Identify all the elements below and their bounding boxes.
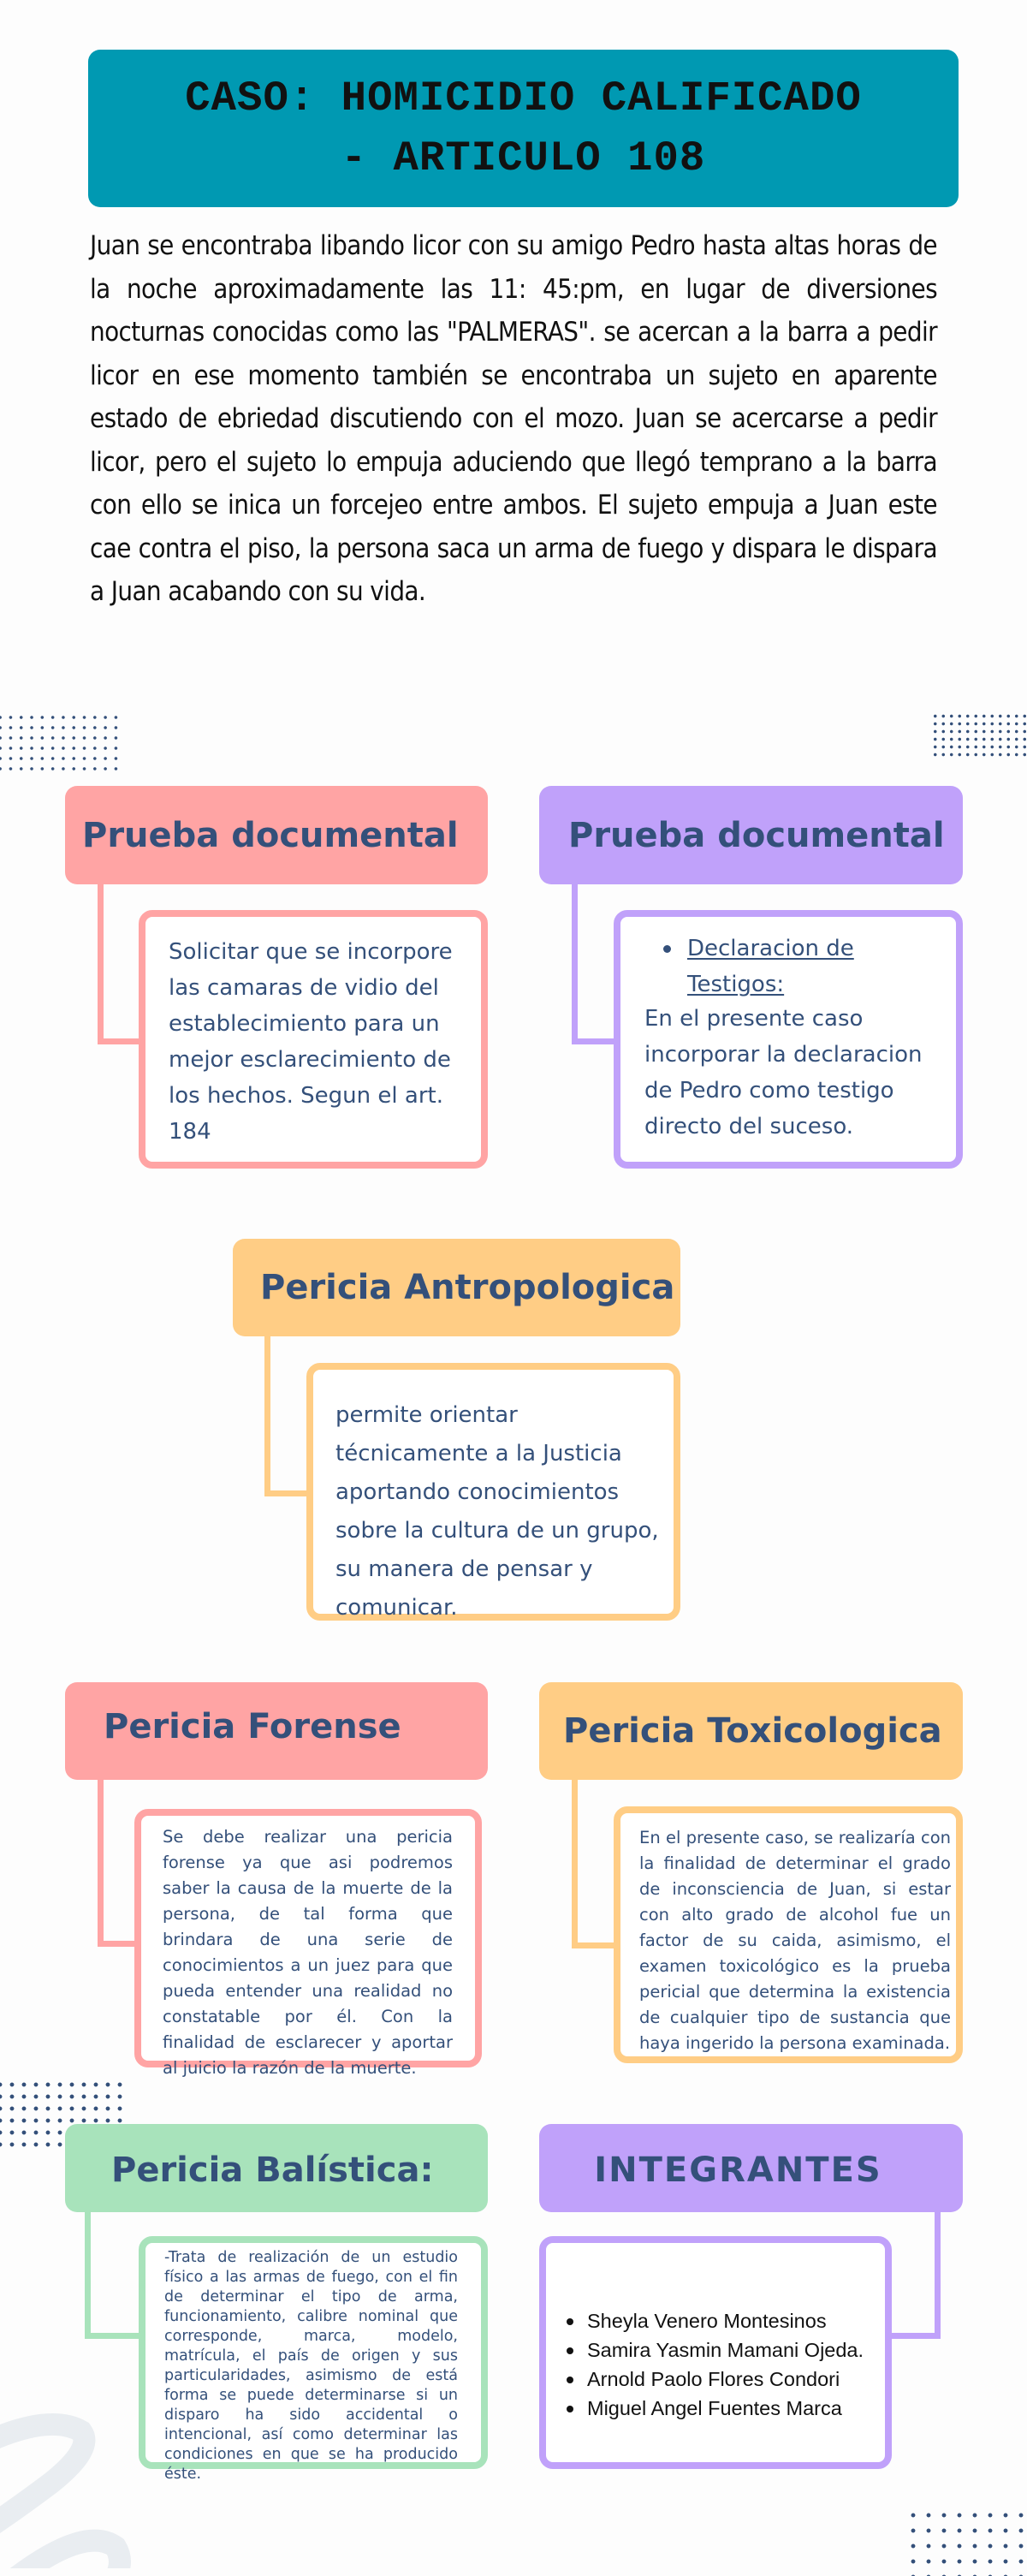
connector-line [98, 882, 145, 1044]
card-text: Solicitar que se incorpore las camaras d… [169, 939, 453, 1145]
card-text: Se debe realizar una pericia forense ya … [163, 1827, 453, 2078]
connector-line [572, 1777, 620, 1948]
bullet-heading: Declaracion de Testigos: [687, 936, 854, 997]
card-title: Pericia Toxicologica [563, 1711, 942, 1751]
member-item: Arnold Paolo Flores Condori [546, 2365, 885, 2394]
card-title: Pericia Balística: [111, 2150, 434, 2190]
title-line-1: CASO: HOMICIDIO CALIFICADO [185, 74, 862, 122]
connector-line [572, 882, 620, 1044]
card-header-pericia-balistica: Pericia Balística: [65, 2124, 488, 2212]
card-header-integrantes: INTEGRANTES [539, 2124, 963, 2212]
card-body-pericia-antropologica: permite orientar técnicamente a la Justi… [306, 1363, 680, 1621]
connector-line [882, 2209, 941, 2339]
decorative-swirl-icon [0, 2413, 131, 2568]
card-header-prueba-documental-1: Prueba documental [65, 786, 488, 884]
card-text: permite orientar técnicamente a la Justi… [335, 1402, 659, 1621]
card-title: Pericia Antropologica [260, 1268, 675, 1307]
card-text: En el presente caso, se realizaría con l… [639, 1828, 951, 2053]
dot-pattern-icon [0, 712, 122, 776]
dot-pattern-icon [931, 712, 1027, 760]
connector-line [264, 1334, 312, 1496]
connector-line [98, 1777, 145, 1947]
card-body-pericia-toxicologica: En el presente caso, se realizaría con l… [614, 1806, 963, 2063]
card-body-integrantes: Sheyla Venero Montesinos Samira Yasmin M… [539, 2236, 892, 2469]
bullet-list: Declaracion de Testigos: [644, 931, 947, 1002]
dot-pattern-icon [905, 2508, 1027, 2576]
case-description: Juan se encontraba libando licor con su … [90, 230, 938, 607]
card-text: En el presente caso incorporar la declar… [644, 1006, 923, 1139]
connector-line [85, 2209, 145, 2339]
card-body-pericia-balistica: -Trata de realización de un estudio físi… [139, 2236, 488, 2483]
card-header-pericia-forense: Pericia Forense [65, 1682, 488, 1780]
card-body-prueba-documental-2: Declaracion de Testigos: En el presente … [614, 910, 963, 1169]
card-header-pericia-toxicologica: Pericia Toxicologica [539, 1682, 963, 1780]
card-title: Prueba documental [568, 815, 945, 855]
card-body-pericia-forense: Se debe realizar una pericia forense ya … [134, 1809, 482, 2078]
bullet-item: Declaracion de Testigos: [644, 931, 947, 1002]
card-title: Prueba documental [82, 815, 459, 855]
card-text: -Trata de realización de un estudio físi… [164, 2249, 458, 2483]
card-title: INTEGRANTES [594, 2150, 882, 2190]
member-item: Sheyla Venero Montesinos [546, 2306, 885, 2335]
card-header-prueba-documental-2: Prueba documental [539, 786, 963, 884]
title-banner: CASO: HOMICIDIO CALIFICADO - ARTICULO 10… [88, 50, 959, 207]
page-title: CASO: HOMICIDIO CALIFICADO - ARTICULO 10… [156, 68, 892, 188]
members-list: Sheyla Venero Montesinos Samira Yasmin M… [546, 2306, 885, 2423]
card-title: Pericia Forense [104, 1707, 401, 1746]
member-item: Miguel Angel Fuentes Marca [546, 2394, 885, 2423]
title-line-2: - ARTICULO 108 [341, 134, 706, 182]
card-body-prueba-documental-1: Solicitar que se incorpore las camaras d… [139, 910, 488, 1169]
member-item: Samira Yasmin Mamani Ojeda. [546, 2335, 885, 2365]
card-header-pericia-antropologica: Pericia Antropologica [233, 1239, 680, 1336]
